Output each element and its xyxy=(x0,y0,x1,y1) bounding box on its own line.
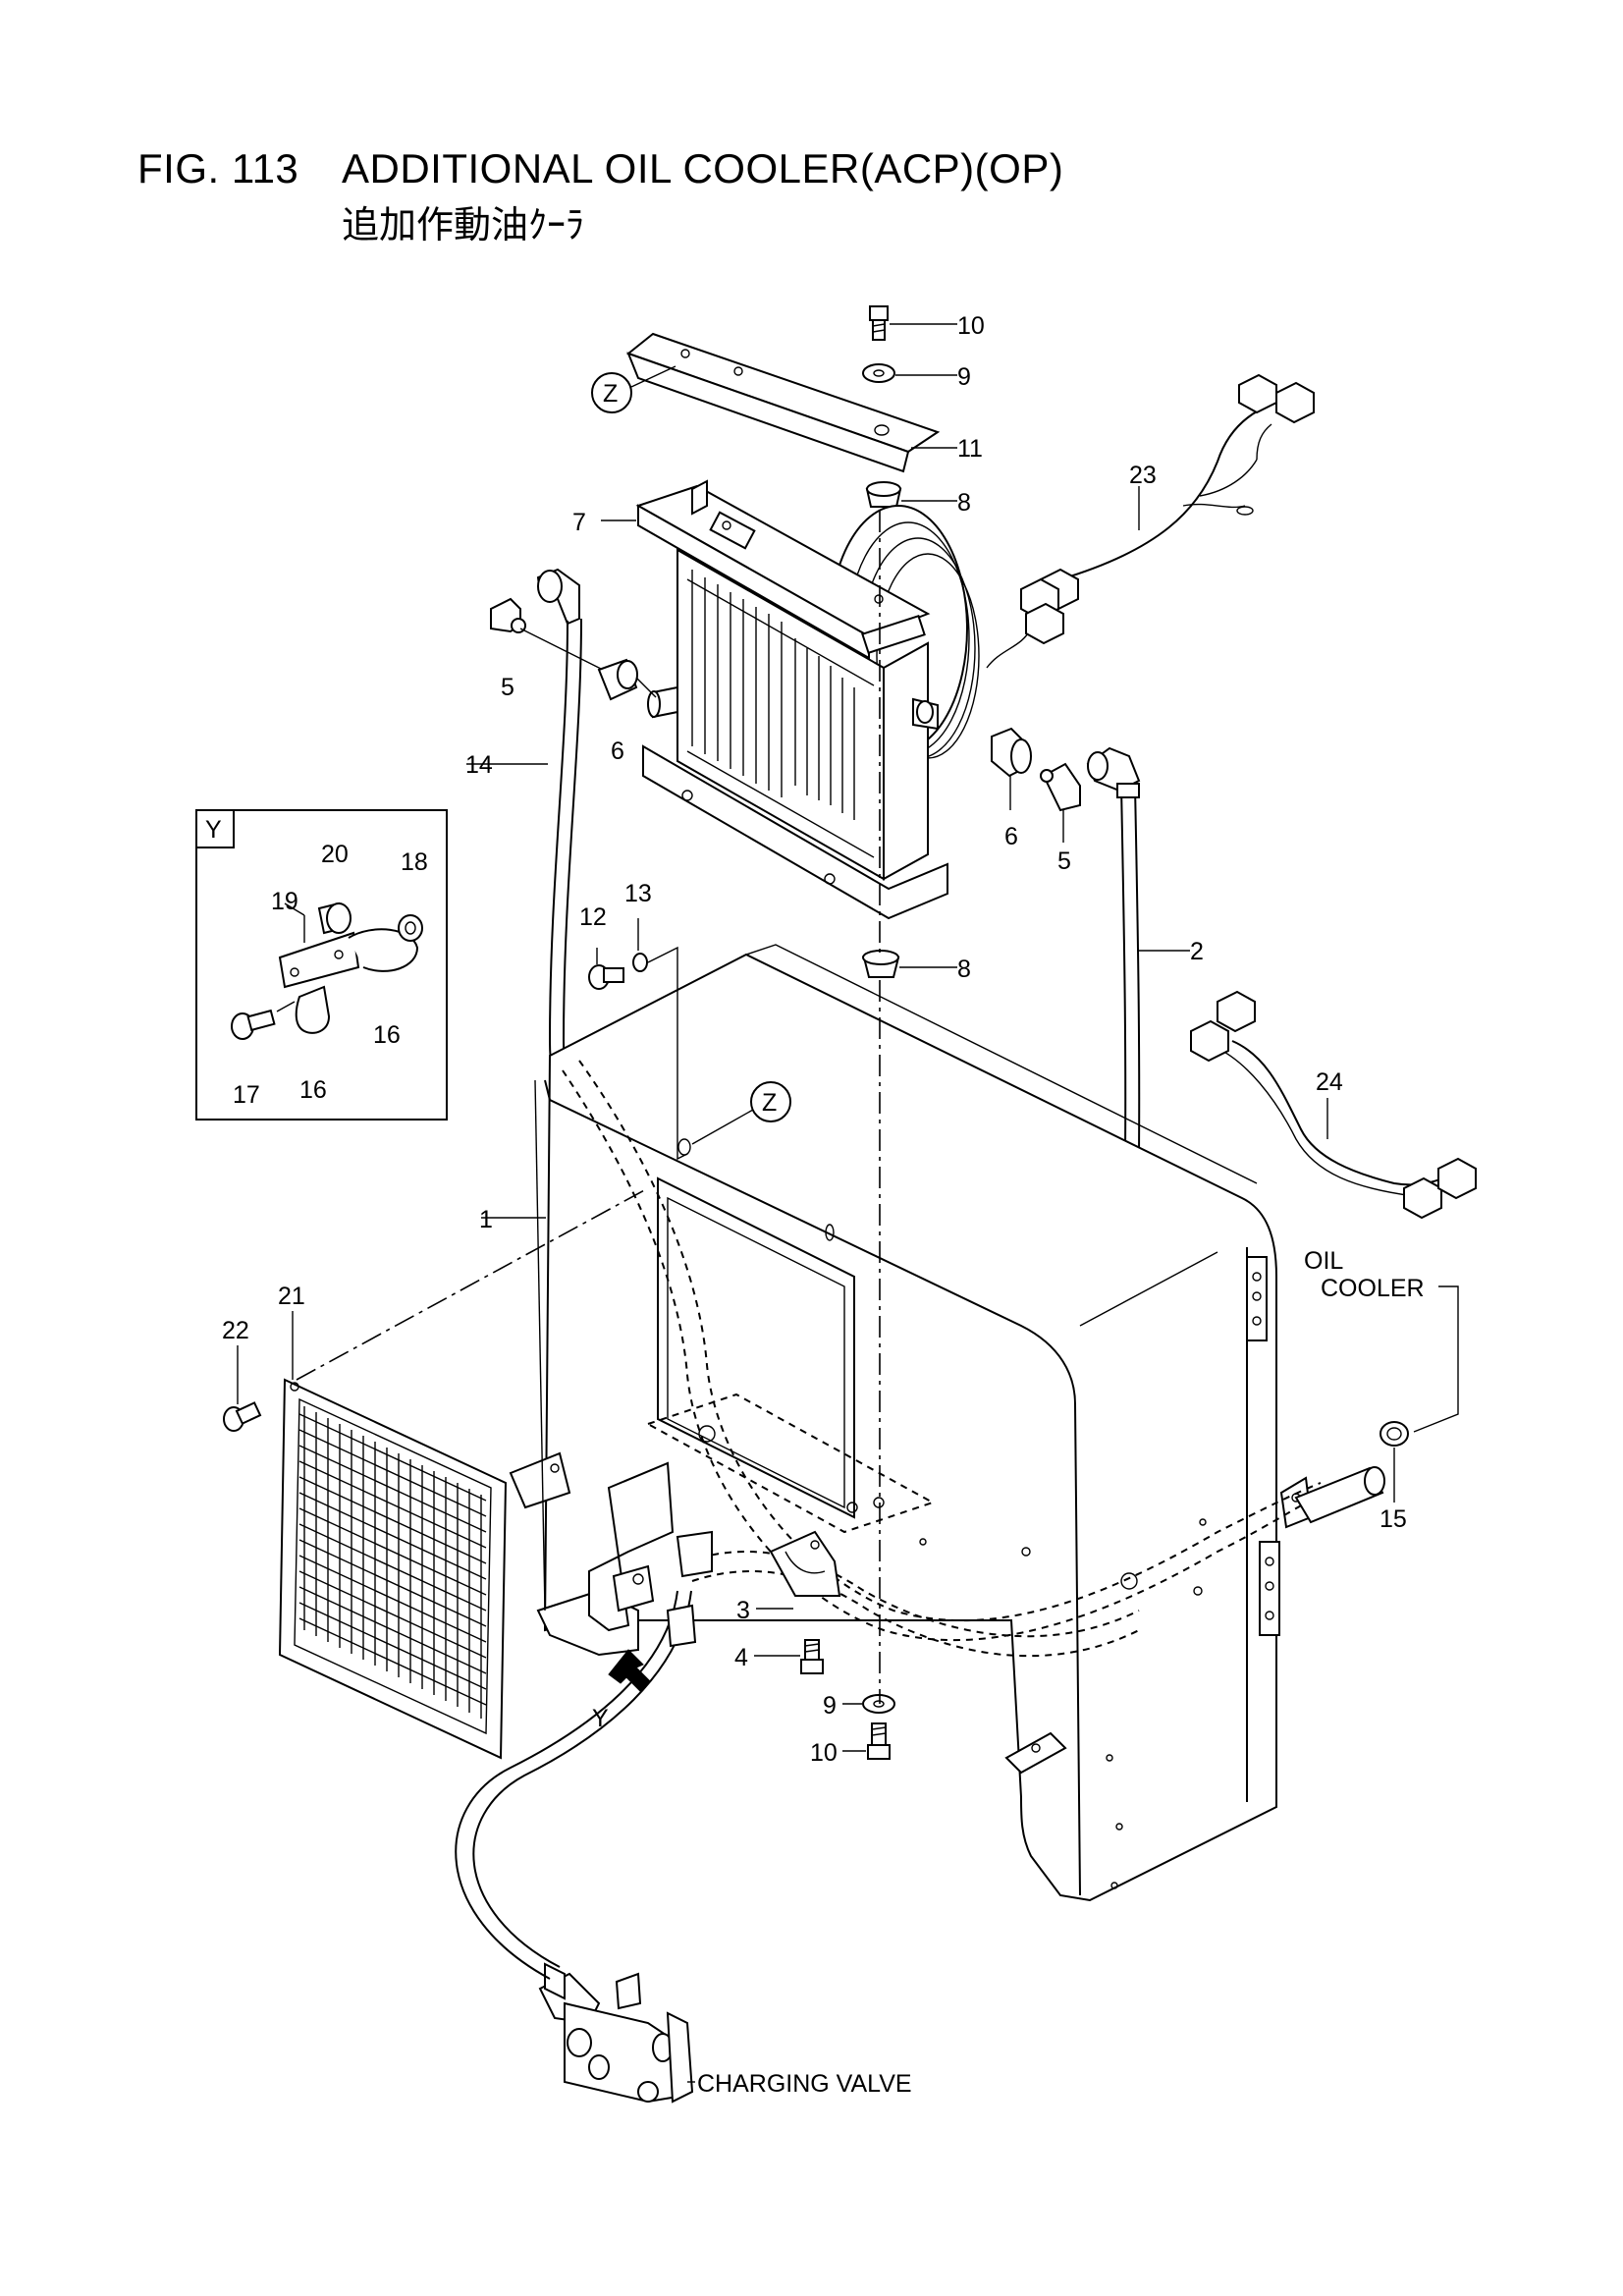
z-marker-top: Z xyxy=(591,365,676,413)
callout-14: 14 xyxy=(465,751,493,779)
callout-2: 2 xyxy=(1190,938,1204,965)
rubber-bush-top xyxy=(865,481,902,508)
callout-16-upper: 16 xyxy=(373,1021,401,1049)
cooler-inlet-port xyxy=(647,685,678,719)
cooler-outlet-port xyxy=(912,697,939,731)
callout-10-top: 10 xyxy=(957,312,985,340)
callout-1: 1 xyxy=(479,1206,493,1233)
callout-13: 13 xyxy=(624,880,652,907)
hose-end-nut xyxy=(544,1962,566,2000)
callout-23: 23 xyxy=(1129,462,1157,489)
callout-19: 19 xyxy=(271,888,298,915)
callout-4: 4 xyxy=(734,1644,748,1671)
upper-bracket xyxy=(625,332,941,473)
washer-bottom xyxy=(862,1694,895,1714)
hose-left-fittings xyxy=(490,568,657,701)
harness-24 xyxy=(1190,990,1477,1220)
hose-clamp-3 xyxy=(769,1530,841,1597)
callout-11: 11 xyxy=(957,435,983,463)
callout-24: 24 xyxy=(1316,1068,1343,1096)
callout-15: 15 xyxy=(1380,1505,1407,1533)
callout-16-lower: 16 xyxy=(299,1076,327,1104)
grille-21 xyxy=(278,1378,508,1760)
hose-to-charging-valve xyxy=(455,1590,692,1980)
z-label-mid: Z xyxy=(762,1089,777,1117)
bolt-4 xyxy=(800,1639,824,1674)
bolt-22 xyxy=(223,1401,262,1432)
callout-6-right: 6 xyxy=(1004,823,1018,850)
bolt-12 xyxy=(588,964,624,990)
y-detail-label: Y xyxy=(205,816,222,844)
charging-valve xyxy=(538,1972,694,2104)
bolt-top xyxy=(869,305,889,341)
callout-5-right: 5 xyxy=(1057,847,1071,875)
callout-9-top: 9 xyxy=(957,363,971,391)
figure-name: ADDITIONAL OIL COOLER(ACP)(OP) xyxy=(342,145,1064,191)
figure-subtitle-japanese: 追加作動油ｸｰﾗ xyxy=(342,203,585,246)
callout-8-lower: 8 xyxy=(957,956,971,983)
callout-labels: 10 9 11 8 7 23 5 6 14 6 5 2 20 18 19 16 … xyxy=(222,312,1425,2098)
z-label-top: Z xyxy=(603,380,618,408)
bolt-bottom xyxy=(867,1722,891,1760)
callout-8-top: 8 xyxy=(957,489,971,517)
hose-bracket-lower xyxy=(588,1461,713,1648)
figure-title: FIG. 113 ADDITIONAL OIL COOLER(ACP)(OP) xyxy=(137,145,1063,192)
harness-23 xyxy=(986,373,1315,669)
view-arrow-y-label: Y xyxy=(592,1705,609,1732)
main-cover xyxy=(509,944,1313,1902)
pipe-and-clamp-15 xyxy=(1294,1421,1409,1524)
callout-10-bottom: 10 xyxy=(810,1739,838,1767)
z-marker-mid: Z xyxy=(691,1081,791,1145)
callout-18: 18 xyxy=(401,848,428,876)
hidden-hose-routes xyxy=(562,1060,1322,1658)
hose-right-fittings xyxy=(991,727,1141,812)
callout-7: 7 xyxy=(572,509,586,536)
callout-22: 22 xyxy=(222,1317,249,1344)
callout-17: 17 xyxy=(233,1081,260,1109)
rubber-bush-lower xyxy=(862,950,900,978)
charging-valve-label: CHARGING VALVE xyxy=(697,2070,912,2098)
callout-20: 20 xyxy=(321,841,349,868)
callout-21: 21 xyxy=(278,1283,305,1310)
washer-top xyxy=(862,363,895,383)
callout-12: 12 xyxy=(579,903,607,931)
callout-5-left: 5 xyxy=(501,674,514,701)
cooler-label: COOLER xyxy=(1321,1275,1425,1302)
oil-label: OIL xyxy=(1304,1247,1343,1275)
callout-3: 3 xyxy=(736,1597,750,1624)
callout-9-bottom: 9 xyxy=(823,1692,837,1720)
figure-number: FIG. 113 xyxy=(137,145,299,191)
view-arrow-y xyxy=(608,1649,651,1692)
detail-y-box: Y xyxy=(195,809,448,1121)
washer-13 xyxy=(632,953,648,972)
oil-cooler-core xyxy=(635,479,980,920)
callout-6-left: 6 xyxy=(611,738,624,765)
